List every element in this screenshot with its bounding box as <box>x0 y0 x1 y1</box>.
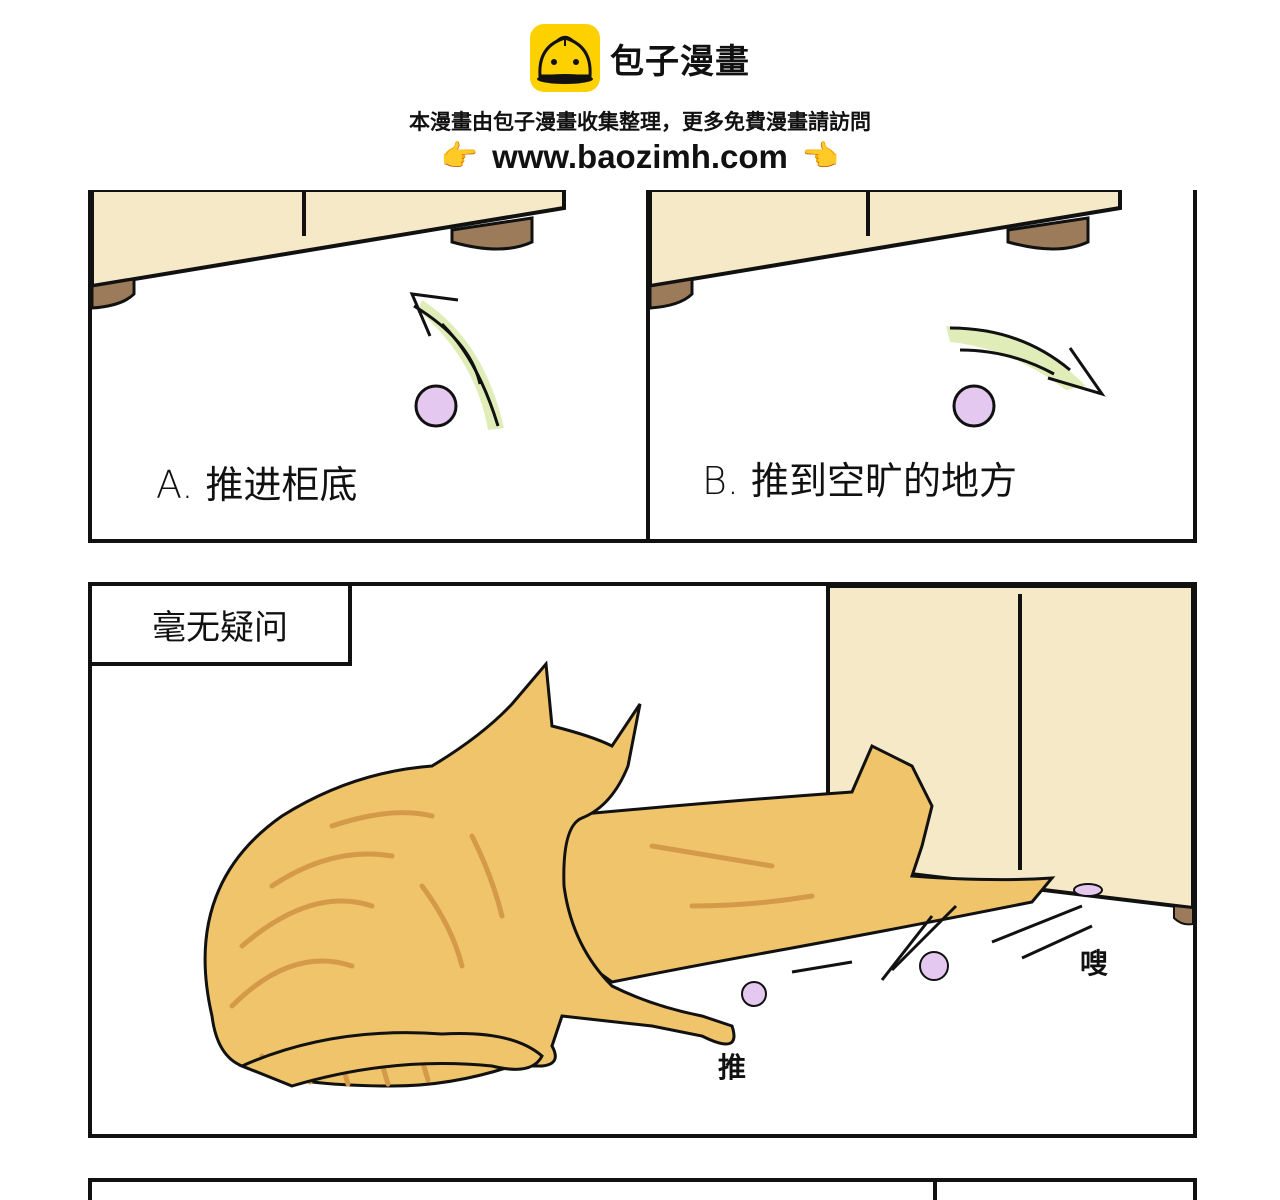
watermark-header: 包子漫畫 本漫畫由包子漫畫收集整理，更多免費漫畫請訪問 👉 www.baozim… <box>0 0 1280 200</box>
caption-no-doubt: 毫无疑问 <box>152 607 288 648</box>
caption-option-b: B. 推到空旷的地方 <box>702 459 1018 503</box>
comic-panel-b: B. 推到空旷的地方 <box>646 190 1197 543</box>
baozi-bun-icon <box>530 24 600 92</box>
pointing-left-hand-icon: 👈 <box>801 139 840 174</box>
caption-box-no-doubt: 毫无疑问 <box>92 586 352 666</box>
sfx-push: 推 <box>718 1051 747 1084</box>
pointing-right-hand-icon: 👉 <box>440 139 479 174</box>
notice-text: 本漫畫由包子漫畫收集整理，更多免費漫畫請訪問 <box>409 110 871 134</box>
site-name: 包子漫畫 <box>610 41 750 82</box>
comic-panel-d <box>88 1178 937 1200</box>
caption-option-a: A. 推进柜底 <box>156 463 358 507</box>
comic-panel-a: A. 推进柜底 <box>88 190 650 543</box>
comic-panel-e <box>933 1178 1197 1200</box>
url-row: 👉 www.baozimh.com 👈 <box>0 138 1280 176</box>
cabinet-illustration-a <box>92 190 566 430</box>
logo-row: 包子漫畫 <box>0 24 1280 92</box>
cat-pushing-ball-illustration <box>203 586 1193 1088</box>
cabinet-illustration-b <box>650 190 1122 428</box>
comic-panel-c: 毫无疑问 推 嗖 <box>88 582 1197 1138</box>
sfx-whoosh: 嗖 <box>1080 947 1109 980</box>
site-url-link[interactable]: www.baozimh.com <box>492 138 788 175</box>
